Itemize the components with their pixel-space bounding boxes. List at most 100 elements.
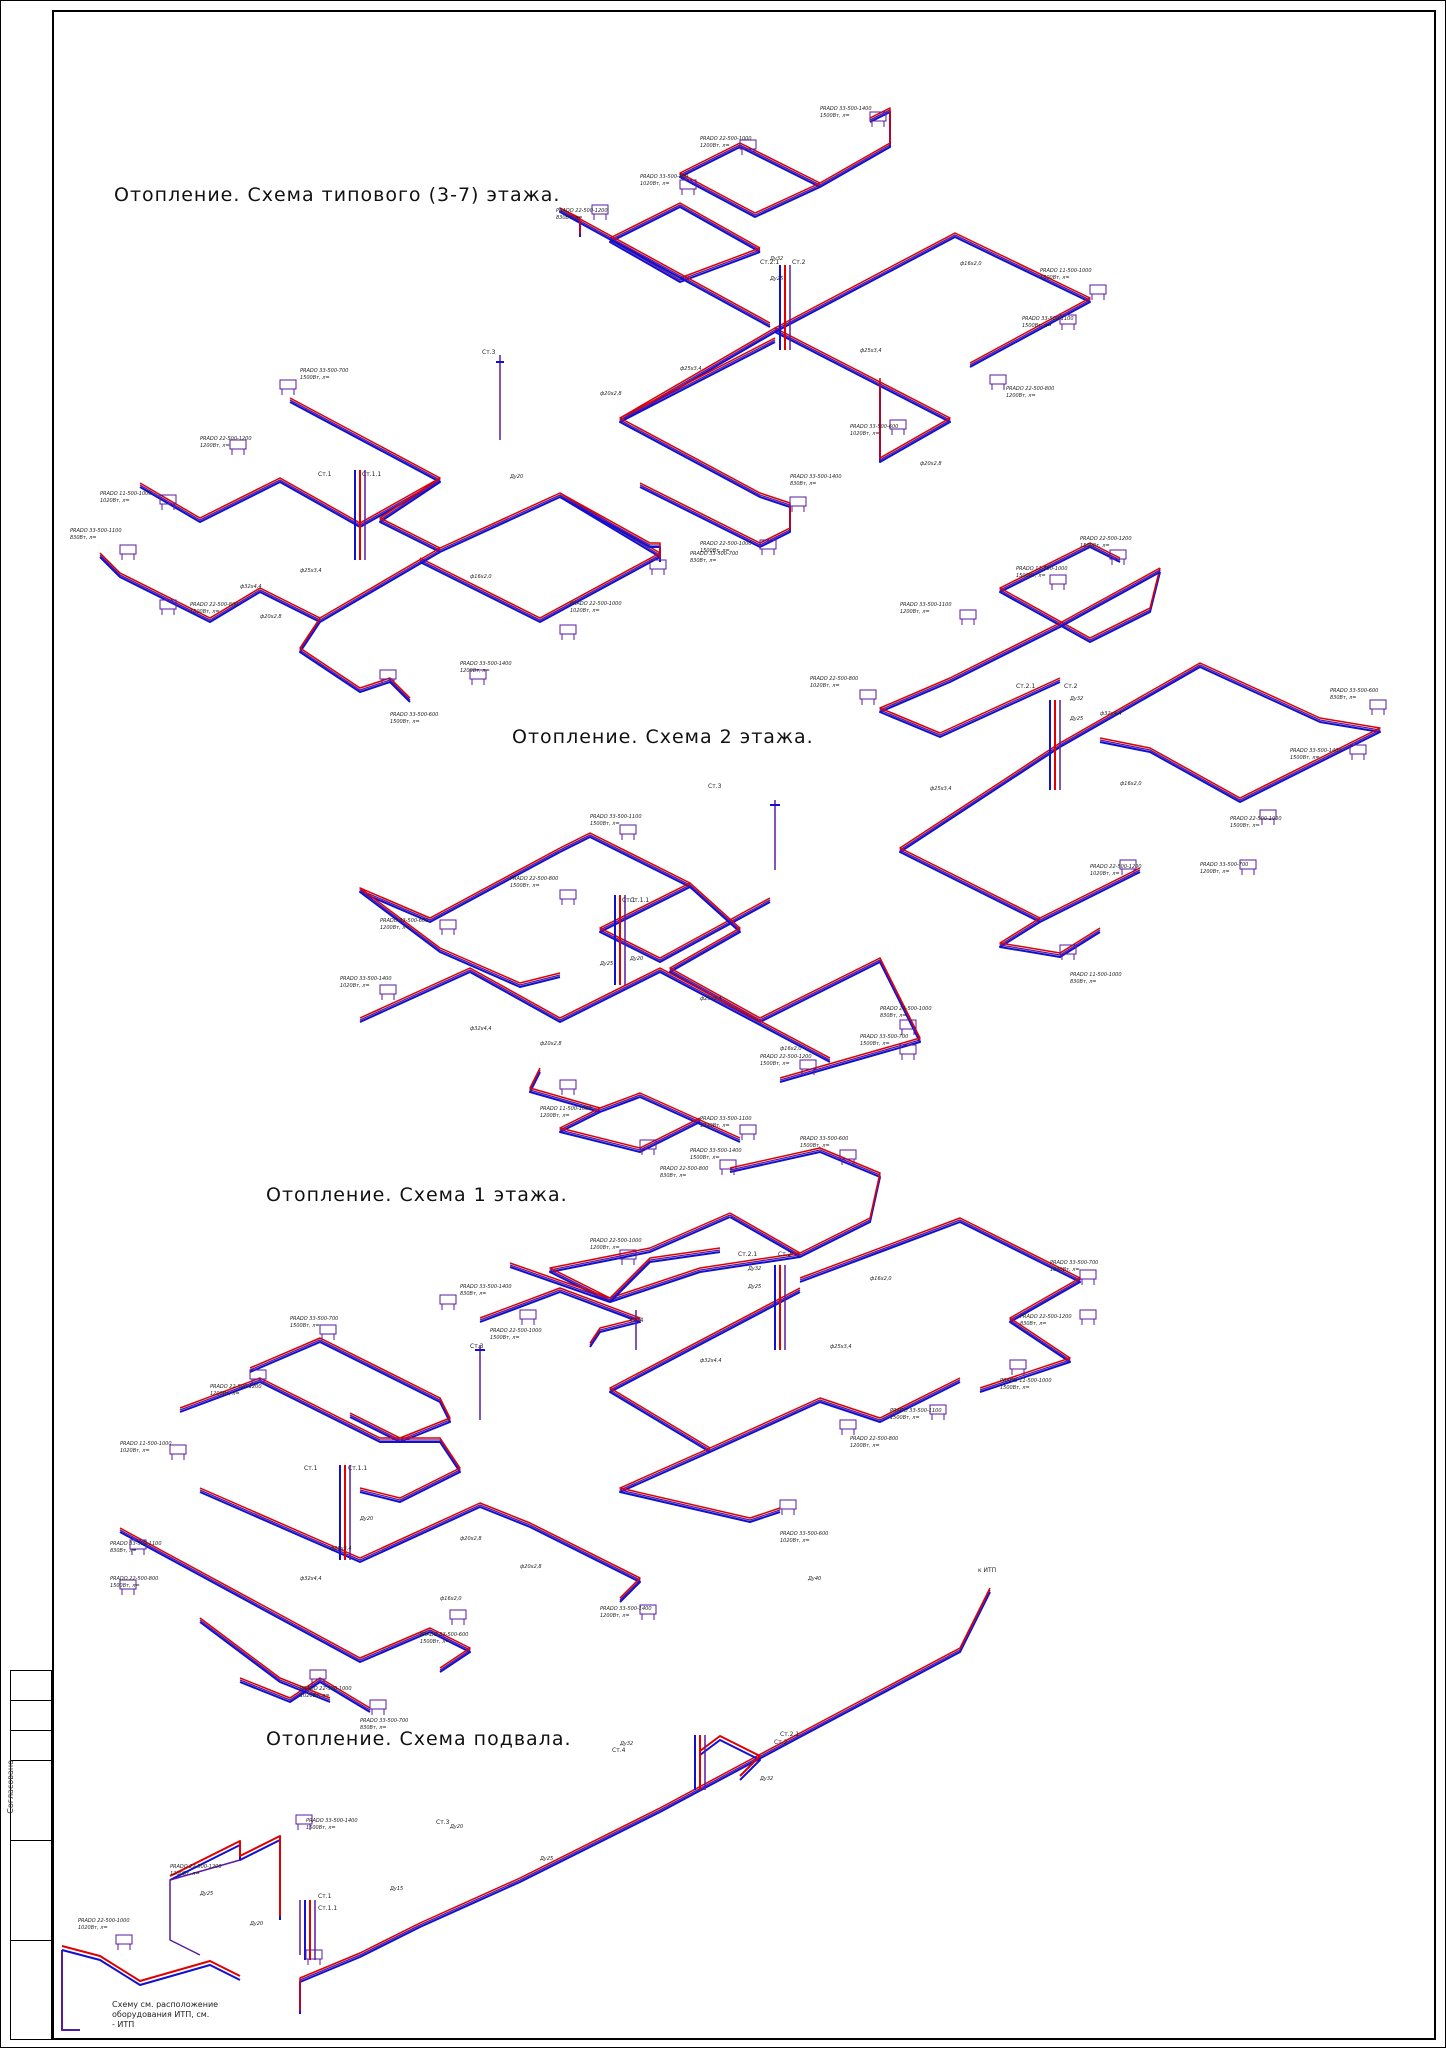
f2-bottom-supply xyxy=(999,917,1101,954)
pipe-annotation-158: Ду40 xyxy=(807,1576,821,1582)
pipe-annotation-60: PRADO 33-500-1400 xyxy=(1290,748,1342,754)
pipe-annotation-120: 830Вт, л= xyxy=(460,1291,486,1297)
f1-right-outline xyxy=(799,1219,1081,1391)
pipe-annotation-113: PRADO 33-500-1100 xyxy=(890,1408,942,1414)
f2-left-top-return xyxy=(559,836,771,963)
pipe-annotation-36: PRADO 33-500-700 xyxy=(690,551,738,557)
pipe-annotation-129: PRADO 33-500-1100 xyxy=(110,1541,162,1547)
pipe-annotation-150: ф20x2,8 xyxy=(520,1564,542,1570)
pipe-annotation-87: 1020Вт, л= xyxy=(700,1123,730,1129)
riser-label-st4-basement: Ст.4 xyxy=(612,1747,626,1754)
pipe-annotation-119: PRADO 33-500-1400 xyxy=(460,1284,512,1290)
pipe-annotation-101: PRADO 33-500-600 xyxy=(800,1136,848,1142)
pipe-annotation-140: 830Вт, л= xyxy=(360,1725,386,1731)
pipe-annotation-13: 1200Вт, л= xyxy=(1006,393,1036,399)
pipe-annotation-108: 1020Вт, л= xyxy=(1050,1267,1080,1273)
pipe-annotation-126: 1200Вт, л= xyxy=(210,1391,240,1397)
pipe-annotation-25: 1020Вт, л= xyxy=(100,498,130,504)
f1-connector-supply xyxy=(509,1247,721,1299)
pipe-annotation-69: 830Вт, л= xyxy=(1070,979,1096,985)
pipe-annotation-149: ф16x2,0 xyxy=(440,1596,462,1602)
pipe-annotation-49: ф20x2,8 xyxy=(920,461,942,467)
f1-bottom-supply xyxy=(619,1447,781,1519)
pipe-annotation-53: 1500Вт, л= xyxy=(1016,573,1046,579)
bsm-upper-supply xyxy=(169,1835,281,1916)
pipe-annotation-121: PRADO 22-500-1000 xyxy=(490,1328,542,1334)
pipe-annotation-133: PRADO 33-500-600 xyxy=(420,1632,468,1638)
pipe-annotation-29: 1500Вт, л= xyxy=(190,609,220,615)
pipe-annotation-34: PRADO 22-500-1000 xyxy=(570,601,622,607)
pipe-annotation-143: ф32x4,4 xyxy=(700,1358,722,1364)
f1-left-e-outline xyxy=(199,1619,331,1701)
pipe-annotation-48: ф25x3,4 xyxy=(860,348,882,354)
pipe-annotation-1: 1500Вт, л= xyxy=(820,113,850,119)
f2-mid-outline xyxy=(879,569,1161,736)
f1-left-top-outline xyxy=(249,1339,451,1441)
pipe-annotation-39: Ду25 xyxy=(769,276,783,282)
pipe-annotation-162: Ду20 xyxy=(449,1824,463,1830)
riser-label-st3-f1: Ст.3 xyxy=(470,1343,484,1350)
pipe-annotation-64: PRADO 33-500-700 xyxy=(1200,862,1248,868)
pipe-annotation-154: PRADO 22-500-1200 xyxy=(170,1864,222,1870)
pipe-annotation-91: Ду25 xyxy=(1069,716,1083,722)
pipe-annotation-23: 1200Вт, л= xyxy=(200,443,230,449)
pipe-annotation-142: Ду25 xyxy=(747,1284,761,1290)
f2-low-supply xyxy=(899,742,1141,919)
bsm-main-supply xyxy=(299,1587,991,2010)
f2-left-low-supply xyxy=(359,967,831,1059)
pipe-annotation-96: Ду25 xyxy=(599,961,613,967)
pipe-annotation-136: 1200Вт, л= xyxy=(600,1613,630,1619)
pipe-annotation-73: 1500Вт, л= xyxy=(510,883,540,889)
pipe-annotation-70: PRADO 33-500-1100 xyxy=(590,814,642,820)
bsm-main-return xyxy=(299,1591,991,2014)
pipe-annotation-117: PRADO 33-500-600 xyxy=(780,1531,828,1537)
pipe-annotation-56: PRADO 22-500-800 xyxy=(810,676,858,682)
title-floor-1: Отопление. Схема 1 этажа. xyxy=(266,1184,568,1206)
pipe-annotation-71: 1500Вт, л= xyxy=(590,821,620,827)
station-note: Схему см. расположение оборудования ИТП,… xyxy=(112,2000,219,2029)
pipe-annotation-82: PRADO 22-500-1200 xyxy=(760,1054,812,1060)
pipe-annotation-85: 1200Вт, л= xyxy=(540,1113,570,1119)
pipe-annotation-98: ф20x2,8 xyxy=(540,1041,562,1047)
pipe-annotation-135: PRADO 33-500-1400 xyxy=(600,1606,652,1612)
bsm-left-riser xyxy=(61,1950,80,2031)
pipe-annotation-28: PRADO 22-500-800 xyxy=(190,602,238,608)
pipe-annotation-104: 1500Вт, л= xyxy=(690,1155,720,1161)
pipe-annotation-40: ф20x2,8 xyxy=(600,391,622,397)
pipe-annotation-43: Ду20 xyxy=(509,474,523,480)
riser-label-st11-typical: Ст.1.1 xyxy=(362,471,381,478)
pipe-annotation-88: PRADO 22-500-800 xyxy=(660,1166,708,1172)
f2-bottom-return xyxy=(999,921,1101,958)
pipe-annotation-106: 1200Вт, л= xyxy=(590,1245,620,1251)
f1-hall-outline xyxy=(479,1289,641,1346)
typ-left-bottom-outline xyxy=(299,619,411,701)
pipe-annotation-92: ф25x3,4 xyxy=(930,786,952,792)
pipe-annotation-124: 1500Вт, л= xyxy=(290,1323,320,1329)
riser-label-st2-basement: Ст.2 xyxy=(774,1739,788,1746)
pipe-annotation-97: ф25x3,4 xyxy=(700,996,722,1002)
pipe-annotation-146: Ду20 xyxy=(359,1516,373,1522)
pipe-annotation-30: PRADO 33-500-600 xyxy=(390,712,438,718)
title-typical-floor: Отопление. Схема типового (3-7) этажа. xyxy=(114,184,561,206)
typ-top-supply xyxy=(679,107,891,214)
typ-right-supply xyxy=(619,327,951,459)
f1-hall-supply xyxy=(479,1287,641,1344)
typ-left-bottom-supply xyxy=(299,617,411,699)
f2-center-return xyxy=(669,886,921,1083)
f1-left-a-supply xyxy=(179,1377,461,1499)
pipe-annotation-24: PRADO 11-500-1000 xyxy=(100,491,152,497)
f2-center-supply xyxy=(669,882,921,1079)
pipe-annotation-45: ф32x4,4 xyxy=(240,584,262,590)
pipe-annotation-63: 1500Вт, л= xyxy=(1230,823,1260,829)
pipe-annotation-90: Ду32 xyxy=(1069,696,1083,702)
pipe-annotation-107: PRADO 33-500-700 xyxy=(1050,1260,1098,1266)
pipe-annotation-67: 1020Вт, л= xyxy=(1090,871,1120,877)
pipe-annotation-6: PRADO 22-500-1200 xyxy=(556,208,608,214)
typ-left-low-return xyxy=(99,551,441,623)
pipe-annotation-15: 1020Вт, л= xyxy=(850,431,880,437)
pipe-annotation-114: 1500Вт, л= xyxy=(890,1415,920,1421)
f1-connector-return xyxy=(509,1251,721,1303)
typ-right-upper-supply xyxy=(774,232,1091,364)
f1-low-return xyxy=(609,1291,961,1453)
